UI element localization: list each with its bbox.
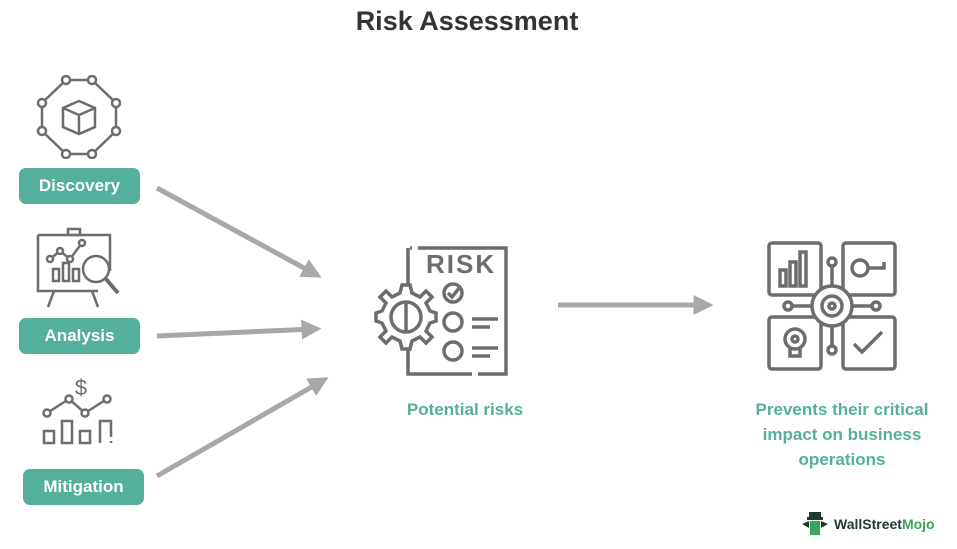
outcome-line-1: Prevents their critical: [755, 400, 929, 419]
financial-chart-dollar-icon: $: [42, 375, 113, 445]
wallstreetmojo-logo: WallStreetMojo: [800, 510, 935, 538]
business-gear-quadrant-icon: [767, 241, 897, 371]
discovery-badge: Discovery: [19, 168, 140, 204]
outcome-line-2: impact on business: [762, 425, 922, 444]
logo-text-accent: Mojo: [901, 516, 935, 532]
analysis-badge: Analysis: [19, 318, 140, 354]
page-title: Risk Assessment: [355, 6, 579, 36]
mascot-icon: [802, 512, 828, 535]
risk-checklist-gear-icon: RISK: [374, 246, 508, 376]
outcome-line-3: operations: [798, 450, 886, 469]
arrow-discovery: [155, 185, 322, 278]
arrow-mitigation: [155, 377, 329, 479]
logo-text: WallStreetMojo: [834, 516, 935, 532]
potential-risks-label: Potential risks: [406, 400, 524, 419]
presentation-analysis-icon: [36, 227, 120, 308]
arrow-analysis: [156, 319, 322, 340]
svg-text:RISK: RISK: [426, 249, 496, 279]
svg-text:$: $: [75, 375, 87, 400]
logo-text-main: WallStreet: [834, 516, 902, 532]
mitigation-badge: Mitigation: [23, 469, 144, 505]
outcome-label: Prevents their critical impact on busine…: [735, 397, 949, 472]
network-cube-icon: [36, 75, 122, 159]
